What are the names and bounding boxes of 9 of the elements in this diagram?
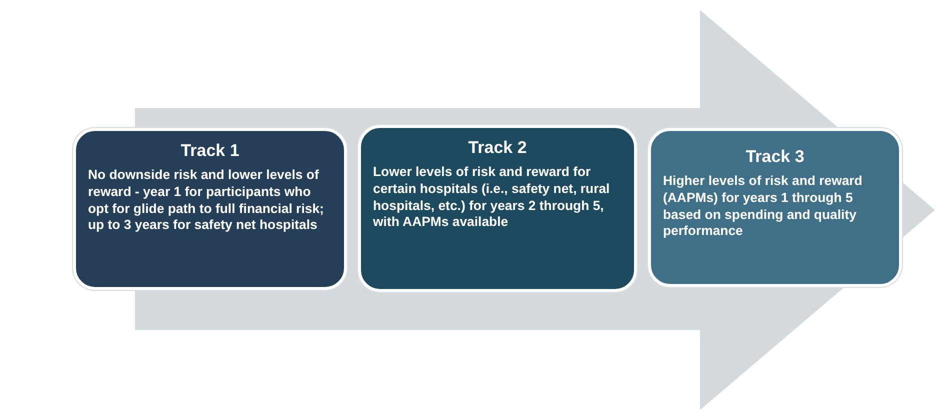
track-description: Higher levels of risk and reward (AAPMs) for years 1 through 5 based on spending and quality performance (663, 173, 864, 240)
track-title: Track 1 (180, 141, 240, 161)
track-box (73, 128, 347, 290)
track-title: Track 2 (467, 138, 528, 158)
track-description: Lower levels of risk and reward for certain hospitals (i.e., safety net, rural hospitals, etc.) for years 2 through 5, with AAPMs available (373, 164, 611, 232)
track-box (358, 125, 637, 292)
track-description: No downside risk and lower levels of reward - year 1 for participants who opt for glide path to full financial risk; up to 3 years for safety net hospitals (88, 167, 325, 234)
track-box (648, 128, 902, 287)
track-title: Track 3 (744, 147, 806, 167)
